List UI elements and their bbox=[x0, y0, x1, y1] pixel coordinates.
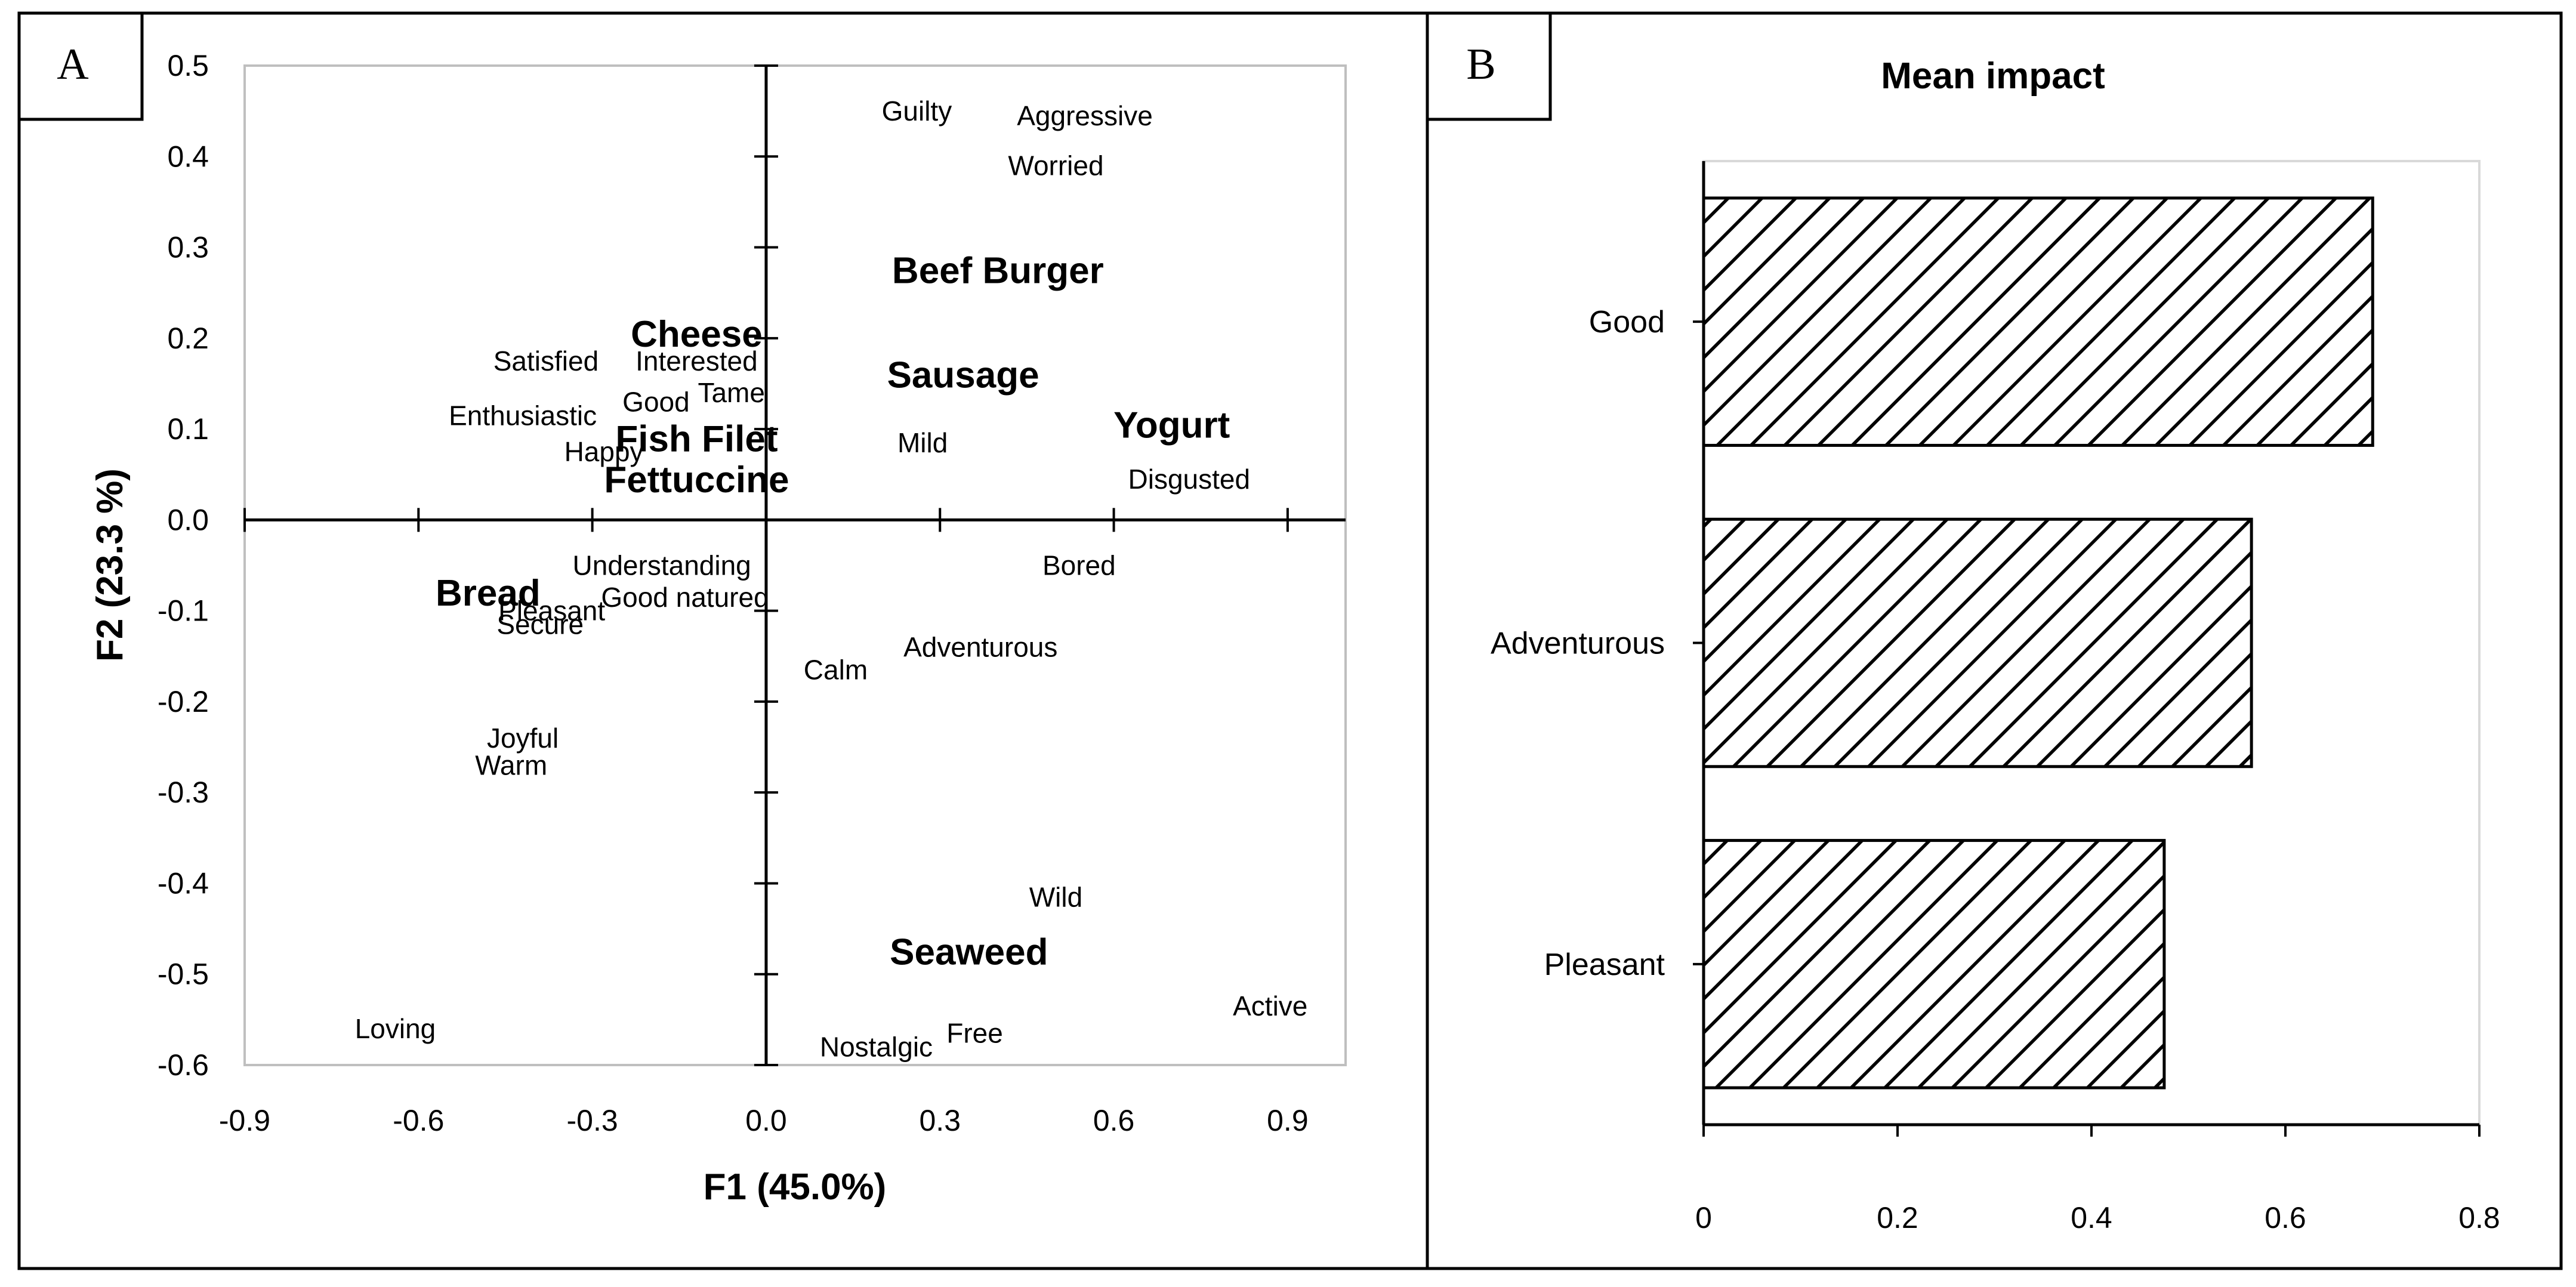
scatter-y-tick-label: -0.4 bbox=[158, 866, 209, 900]
emotion-label: Tame bbox=[698, 377, 764, 408]
bar-x-ticks: 0 0.2 0.4 0.6 0.8 bbox=[1695, 1125, 2500, 1234]
scatter-y-axis-title: F2 (23.3 %) bbox=[90, 468, 131, 662]
scatter-x-tick-label: -0.9 bbox=[219, 1104, 270, 1137]
emotion-label: Aggressive bbox=[1017, 100, 1153, 131]
food-label: Cheese bbox=[631, 314, 763, 355]
emotion-label: Worried bbox=[1008, 150, 1103, 181]
scatter-y-tick-label: -0.5 bbox=[158, 958, 209, 991]
bar-x-tick-label: 0.6 bbox=[2265, 1201, 2306, 1234]
bar-chart-title: Mean impact bbox=[1881, 55, 2105, 97]
panel-a-frame bbox=[17, 11, 1429, 1270]
scatter-plot: 0.5 0.4 0.3 0.2 0.1 0.0 -0.1 -0.2 -0.3 -0.4 -0.5 -0… bbox=[90, 49, 1347, 1208]
scatter-y-tick-label: -0.6 bbox=[158, 1048, 209, 1082]
emotion-label: Joyful bbox=[487, 723, 559, 754]
scatter-y-tick-label: 0.1 bbox=[167, 412, 209, 446]
emotion-label: Pleasant bbox=[498, 595, 605, 626]
scatter-y-tick-label: 0.2 bbox=[167, 322, 209, 355]
food-label: Seaweed bbox=[890, 932, 1048, 973]
bar-category-label: Adventurous bbox=[1491, 626, 1665, 661]
panel-a-label: A bbox=[17, 11, 144, 121]
scatter-y-tick-label: -0.2 bbox=[158, 685, 209, 718]
emotion-label: Free bbox=[946, 1018, 1003, 1049]
emotion-label: Active bbox=[1233, 990, 1307, 1021]
food-label: Beef Burger bbox=[892, 251, 1104, 292]
bar-category-label: Good bbox=[1589, 305, 1665, 340]
emotion-label: Understanding bbox=[573, 550, 751, 581]
emotion-label: Nostalgic bbox=[820, 1032, 933, 1063]
scatter-y-tick-label: -0.3 bbox=[158, 776, 209, 809]
scatter-y-ticks: 0.5 0.4 0.3 0.2 0.1 0.0 -0.1 -0.2 -0.3 -0.4 -0.5 -0… bbox=[158, 49, 778, 1082]
bar-x-tick-label: 0 bbox=[1695, 1201, 1712, 1234]
bar-x-tick-label: 0.2 bbox=[1877, 1201, 1918, 1234]
scatter-y-tick-label: 0.5 bbox=[167, 49, 209, 82]
scatter-x-tick-label: 0.6 bbox=[1093, 1104, 1135, 1137]
scatter-y-tick-label: 0.4 bbox=[167, 140, 209, 173]
bars bbox=[1702, 196, 2374, 1090]
emotion-label: Adventurous bbox=[903, 632, 1057, 663]
panel-b-letter: B bbox=[1466, 40, 1495, 89]
emotion-label: Disgusted bbox=[1128, 464, 1251, 495]
bar-x-tick-label: 0.4 bbox=[2071, 1201, 2112, 1234]
bar-category-label: Pleasant bbox=[1544, 947, 1665, 982]
food-label: Fish Filet bbox=[615, 418, 778, 459]
emotion-label: Wild bbox=[1029, 881, 1082, 912]
scatter-x-ticks: -0.9 -0.6 -0.3 0.0 0.3 0.6 0.9 bbox=[219, 508, 1309, 1137]
emotion-label: Secure bbox=[496, 609, 584, 640]
emotion-label: Happy bbox=[564, 436, 644, 467]
bar bbox=[1702, 517, 2253, 769]
emotion-label: Loving bbox=[355, 1013, 436, 1044]
scatter-y-tick-label: 0.3 bbox=[167, 231, 209, 264]
scatter-x-axis-title: F1 (45.0%) bbox=[704, 1166, 887, 1208]
emotion-label: Good natured bbox=[601, 582, 769, 613]
bar bbox=[1702, 196, 2374, 447]
scatter-x-tick-label: -0.3 bbox=[567, 1104, 618, 1137]
food-label: Fettuccine bbox=[604, 459, 789, 501]
scatter-x-tick-label: -0.6 bbox=[393, 1104, 444, 1137]
emotion-label: Bored bbox=[1042, 550, 1116, 581]
emotion-label: Good bbox=[622, 386, 690, 417]
scatter-x-tick-label: 0.9 bbox=[1267, 1104, 1309, 1137]
scatter-y-tick-label: 0.0 bbox=[167, 503, 209, 536]
scatter-plot-area bbox=[243, 64, 1347, 1066]
emotion-label: Satisfied bbox=[493, 345, 599, 376]
emotion-label: Mild bbox=[897, 427, 948, 458]
bar bbox=[1702, 839, 2166, 1090]
emotion-label: Interested bbox=[635, 345, 758, 376]
food-label: Yogurt bbox=[1113, 405, 1230, 446]
emotion-label: Enthusiastic bbox=[449, 400, 597, 431]
scatter-x-tick-label: 0.3 bbox=[920, 1104, 961, 1137]
panel-a-letter: A bbox=[57, 40, 88, 89]
emotion-label: Calm bbox=[804, 655, 868, 686]
food-label: Bread bbox=[436, 573, 541, 614]
scatter-axes bbox=[245, 66, 1346, 1065]
panel-b-label: B bbox=[1426, 11, 1552, 121]
panel-b-frame bbox=[1426, 11, 2563, 1270]
emotion-label: Warm bbox=[475, 750, 547, 781]
emotion-label: Guilty bbox=[882, 95, 952, 126]
scatter-y-tick-label: -0.1 bbox=[158, 594, 209, 628]
scatter-x-tick-label: 0.0 bbox=[745, 1104, 787, 1137]
bar-x-tick-label: 0.8 bbox=[2458, 1201, 2500, 1234]
food-label: Sausage bbox=[887, 355, 1039, 396]
